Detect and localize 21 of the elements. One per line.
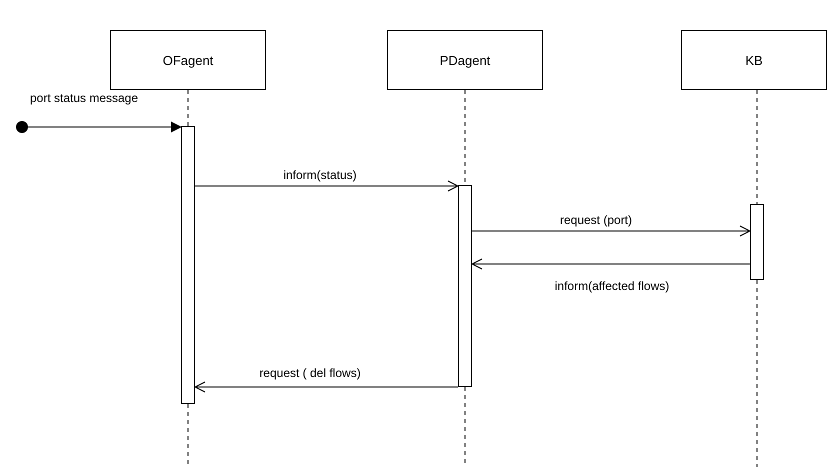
- participant-name: PDagent: [440, 52, 490, 68]
- start-dot: [16, 121, 28, 133]
- message-arrow: [194, 180, 458, 192]
- participant-box: [110, 30, 266, 90]
- participant-box: [387, 30, 543, 90]
- activation-bar: [181, 126, 195, 404]
- message-arrow: [472, 258, 750, 270]
- participant-name: KB: [745, 52, 763, 68]
- message-arrow: [28, 122, 182, 132]
- message-arrow: [194, 382, 458, 392]
- activation-bar: [750, 204, 764, 280]
- message-arrow: [472, 226, 750, 236]
- edge-label: request (port): [558, 213, 634, 227]
- edge-label: inform(affected flows): [552, 279, 672, 293]
- edge-label: request ( del flows): [257, 366, 363, 380]
- lifeline: [756, 90, 758, 204]
- edge-label: port status message: [28, 91, 140, 105]
- participant-box: [681, 30, 827, 90]
- participant-name: OFagent: [162, 52, 214, 68]
- activation-bar: [458, 185, 472, 387]
- edge-label: inform(status): [281, 168, 359, 182]
